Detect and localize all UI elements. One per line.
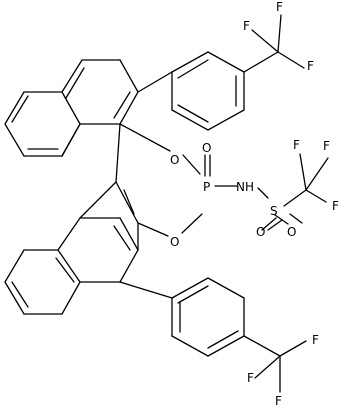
atom-label-f7: F <box>312 333 319 347</box>
atom-label-f6: F <box>332 199 339 213</box>
atom-label-so-2: O <box>287 225 296 239</box>
atom-labels: F F F O O P NH O F F F S O O F F F <box>170 0 339 408</box>
atom-label-f3: F <box>307 59 314 73</box>
atom-label-f2: F <box>243 19 250 33</box>
atom-label-f5: F <box>323 139 330 153</box>
atom-label-so-1: O <box>256 225 265 239</box>
atom-label-f1: F <box>276 0 283 14</box>
atom-label-o-bottom: O <box>170 235 179 249</box>
atom-label-f8: F <box>247 371 254 385</box>
atom-label-o-double: O <box>202 141 211 155</box>
atom-label-nh: NH <box>236 180 254 194</box>
atom-label-p: P <box>203 180 210 194</box>
atom-label-f4: F <box>293 138 300 152</box>
bond-lines <box>4 14 329 393</box>
atom-label-f9: F <box>275 394 282 408</box>
atom-label-s: S <box>270 204 278 218</box>
atom-label-o-top: O <box>170 153 179 167</box>
